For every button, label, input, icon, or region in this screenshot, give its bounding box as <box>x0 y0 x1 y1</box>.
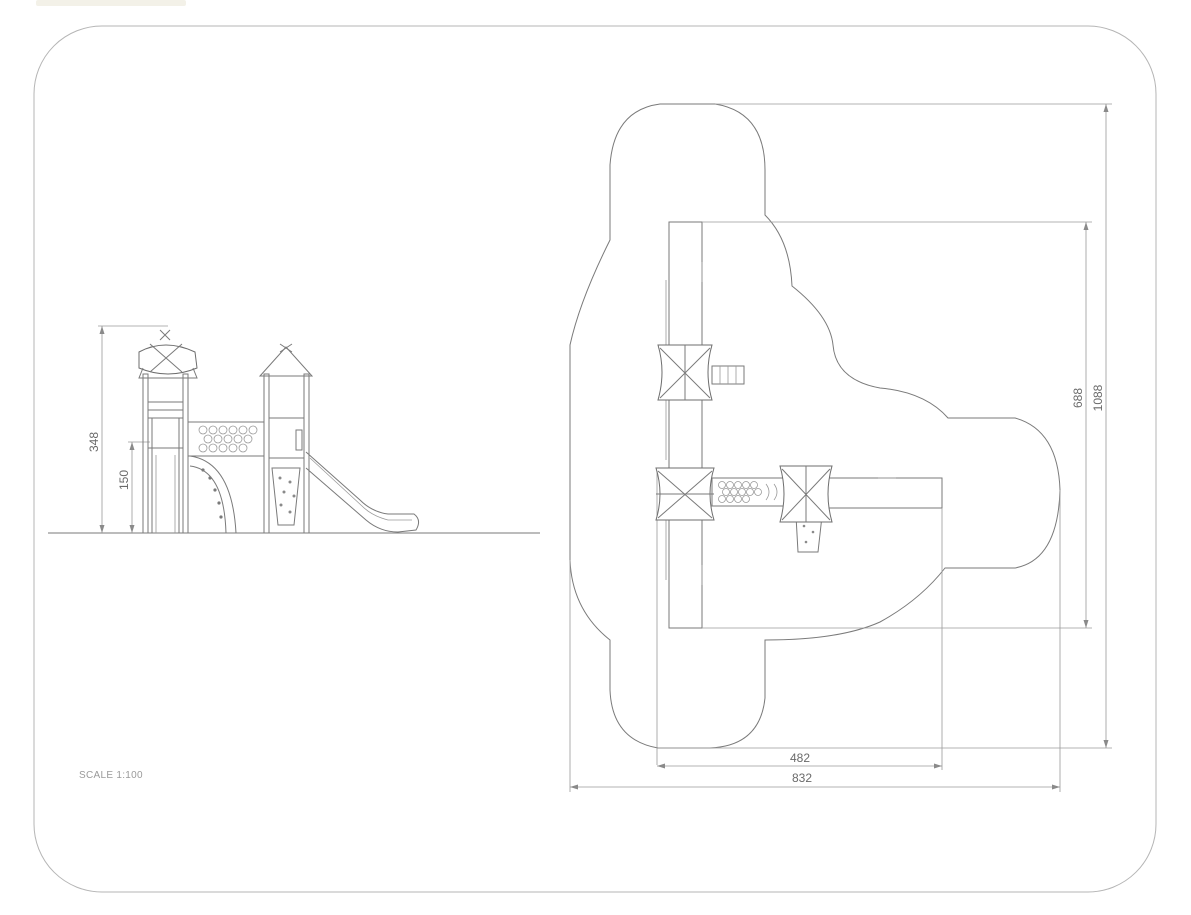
plan-view: 688 1088 482 832 <box>569 103 1112 792</box>
drawing-frame <box>33 25 1157 893</box>
dimension-label-482: 482 <box>790 751 810 765</box>
tower-left <box>138 329 198 534</box>
dimension-label-832: 832 <box>792 771 812 785</box>
header-mark <box>36 0 186 6</box>
dimension-width-outer: 832 <box>570 771 1060 790</box>
tower-right <box>258 343 420 534</box>
canopy-roof-right <box>779 465 833 523</box>
scale-label: SCALE 1:100 <box>79 770 143 781</box>
dimension-depth-inner: 688 <box>1071 222 1089 628</box>
dimension-width-inner: 482 <box>657 751 942 769</box>
canopy-roof-middle <box>655 467 715 521</box>
dimension-label-150: 150 <box>117 470 131 490</box>
bridge-panel <box>187 421 265 534</box>
dimension-height-total: 348 <box>87 325 168 533</box>
dimension-label-348: 348 <box>87 432 101 452</box>
safety-zone-outline <box>569 103 1061 749</box>
dimension-depth-outer: 1088 <box>1091 104 1109 748</box>
dimension-label-688: 688 <box>1071 388 1085 408</box>
ladder <box>711 365 745 385</box>
canopy-roof-top <box>657 344 713 401</box>
side-elevation-view: 348 150 <box>48 325 540 534</box>
dimension-label-1088: 1088 <box>1091 384 1105 411</box>
dimension-height-platform: 150 <box>117 441 150 533</box>
